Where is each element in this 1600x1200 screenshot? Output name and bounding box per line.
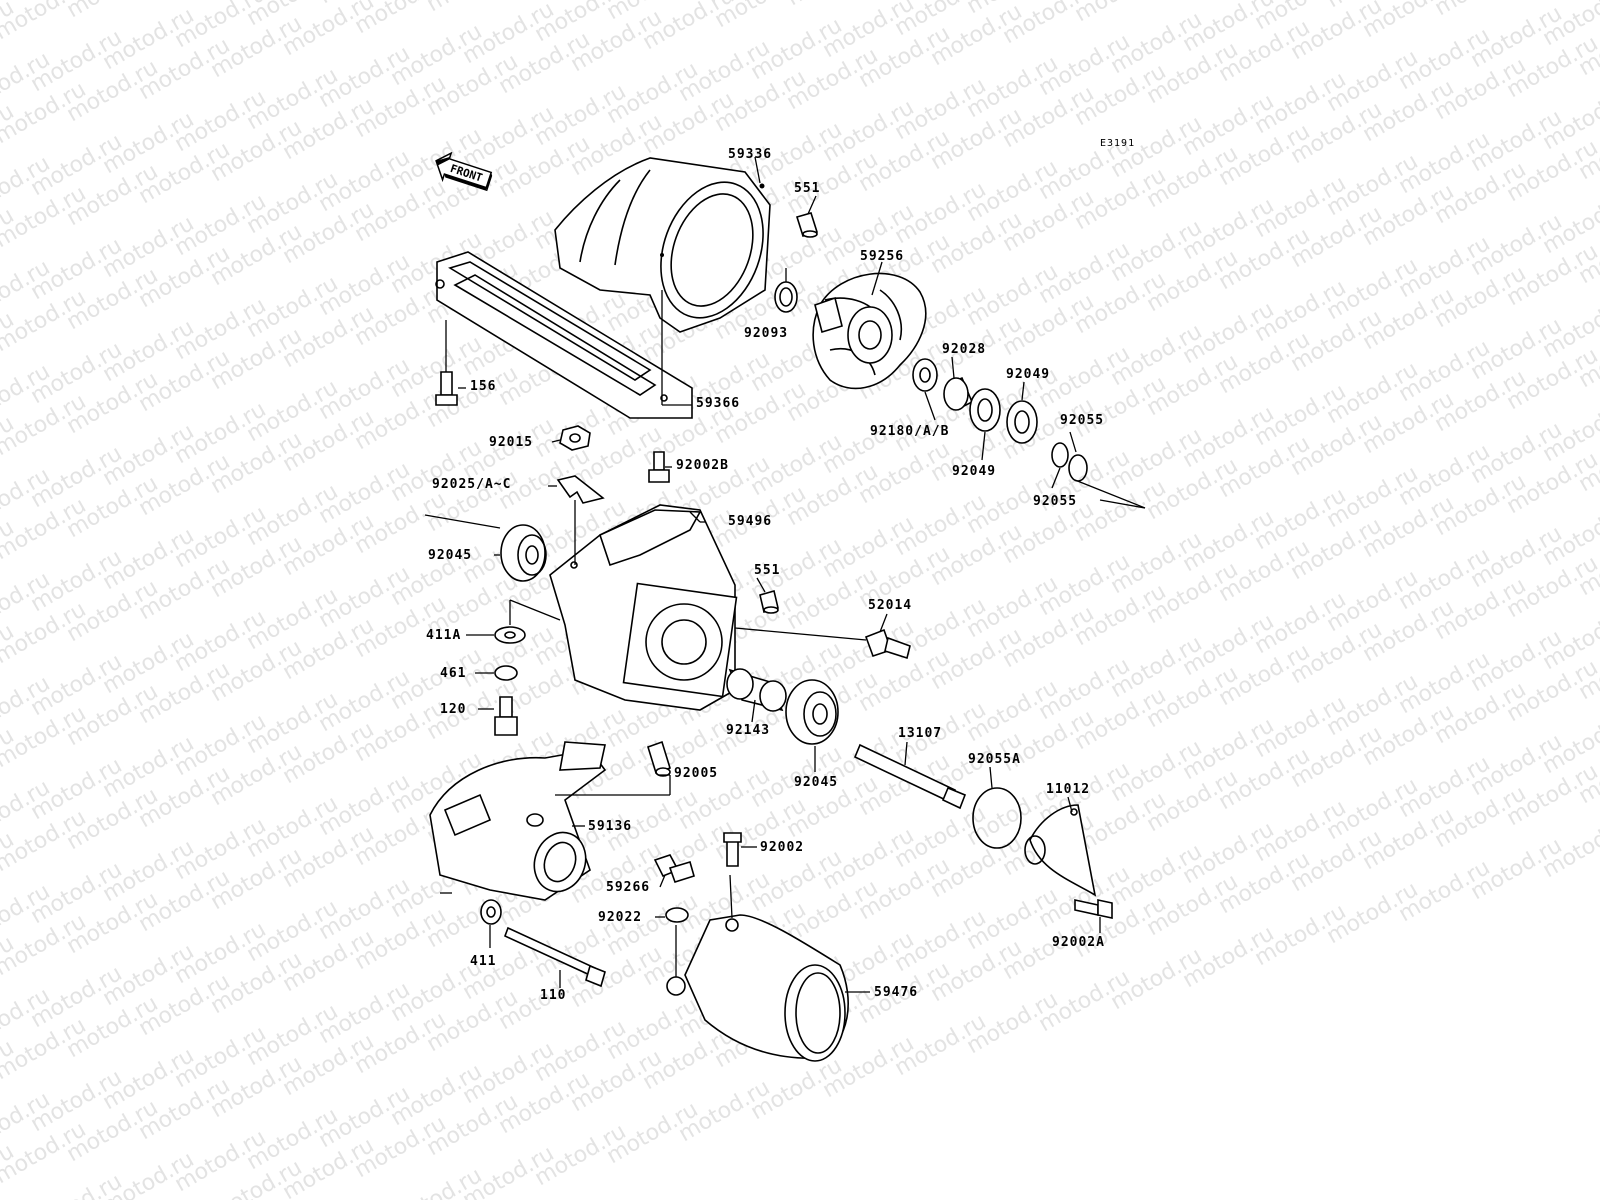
part-label-11012[interactable]: 11012 bbox=[1046, 782, 1091, 797]
part-label-59266[interactable]: 59266 bbox=[606, 880, 651, 895]
front-direction-arrow: FRONT bbox=[435, 152, 493, 192]
bolt-92002B bbox=[648, 451, 670, 483]
dowel-pin-551-lower bbox=[759, 590, 779, 614]
part-label-551-lower[interactable]: 551 bbox=[754, 563, 781, 578]
bearing-92045-lower bbox=[785, 679, 839, 745]
bolt-92002A bbox=[1074, 899, 1113, 919]
part-label-92049-upper[interactable]: 92049 bbox=[1006, 367, 1051, 382]
shim-92180 bbox=[912, 358, 938, 392]
part-label-92022[interactable]: 92022 bbox=[598, 910, 643, 925]
part-label-92028[interactable]: 92028 bbox=[942, 342, 987, 357]
diagram-reference-code: E3191 bbox=[1100, 138, 1136, 149]
part-label-92049-lower[interactable]: 92049 bbox=[952, 464, 997, 479]
dowel-pin-551-upper bbox=[795, 212, 819, 238]
leader-lines bbox=[424, 156, 1146, 993]
shim-92025 bbox=[556, 475, 605, 504]
o-ring-92055A bbox=[972, 787, 1022, 849]
shaft-13107 bbox=[853, 743, 967, 810]
part-label-92143[interactable]: 92143 bbox=[726, 723, 771, 738]
part-label-59336[interactable]: 59336 bbox=[728, 147, 773, 162]
oil-seal-92049-b bbox=[1006, 400, 1038, 444]
part-label-92055-lower[interactable]: 92055 bbox=[1033, 494, 1078, 509]
part-label-92055A[interactable]: 92055A bbox=[968, 752, 1021, 767]
oil-seal-92049-a bbox=[969, 388, 1001, 432]
part-label-92005[interactable]: 92005 bbox=[674, 766, 719, 781]
part-label-92002B[interactable]: 92002B bbox=[676, 458, 729, 473]
bolt-120 bbox=[494, 696, 518, 736]
part-label-59256[interactable]: 59256 bbox=[860, 249, 905, 264]
part-label-92025[interactable]: 92025/A~C bbox=[432, 477, 512, 492]
long-bolt-110 bbox=[503, 926, 606, 988]
grease-fitting-92005 bbox=[647, 740, 671, 777]
o-ring-92055-b bbox=[1068, 454, 1088, 482]
bolt-156 bbox=[435, 371, 458, 406]
part-label-92180[interactable]: 92180/A/B bbox=[870, 424, 950, 439]
fitting-52014 bbox=[864, 628, 911, 660]
pump-housing-59336 bbox=[554, 157, 771, 333]
part-label-92055-upper[interactable]: 92055 bbox=[1060, 413, 1105, 428]
part-label-156[interactable]: 156 bbox=[470, 379, 497, 394]
cap-11012 bbox=[1024, 804, 1097, 897]
part-label-92045-upper[interactable]: 92045 bbox=[428, 548, 473, 563]
nozzle-59476 bbox=[666, 914, 849, 1062]
washer-411A bbox=[494, 626, 526, 644]
steering-nozzle-59136 bbox=[429, 741, 607, 901]
ride-plate-59366 bbox=[435, 251, 693, 419]
bolt-92002 bbox=[723, 832, 742, 867]
washer-411 bbox=[480, 899, 502, 925]
part-label-551-upper[interactable]: 551 bbox=[794, 181, 821, 196]
nut-92015 bbox=[559, 425, 591, 451]
part-label-110[interactable]: 110 bbox=[540, 988, 567, 1003]
part-label-59476[interactable]: 59476 bbox=[874, 985, 919, 1000]
bushing-92028 bbox=[943, 376, 974, 411]
part-label-92045-lower[interactable]: 92045 bbox=[794, 775, 839, 790]
part-label-92002[interactable]: 92002 bbox=[760, 840, 805, 855]
part-label-59366[interactable]: 59366 bbox=[696, 396, 741, 411]
part-label-13107[interactable]: 13107 bbox=[898, 726, 943, 741]
part-label-120[interactable]: 120 bbox=[440, 702, 467, 717]
bearing-92045-upper bbox=[500, 524, 547, 582]
washer-92022 bbox=[665, 907, 689, 923]
part-label-59136[interactable]: 59136 bbox=[588, 819, 633, 834]
collar-92143 bbox=[726, 668, 787, 712]
part-label-92015[interactable]: 92015 bbox=[489, 435, 534, 450]
part-label-461[interactable]: 461 bbox=[440, 666, 467, 681]
fitting-59266 bbox=[653, 854, 695, 883]
part-label-52014[interactable]: 52014 bbox=[868, 598, 913, 613]
part-label-411A[interactable]: 411A bbox=[426, 628, 462, 643]
o-ring-92055-a bbox=[1051, 442, 1069, 468]
part-label-59496[interactable]: 59496 bbox=[728, 514, 773, 529]
part-label-411[interactable]: 411 bbox=[470, 954, 497, 969]
pump-case-59496 bbox=[549, 504, 738, 711]
impeller-59256 bbox=[812, 272, 927, 390]
part-label-92002A[interactable]: 92002A bbox=[1052, 935, 1105, 950]
part-label-92093[interactable]: 92093 bbox=[744, 326, 789, 341]
seal-92093 bbox=[774, 281, 798, 313]
lock-washer-461 bbox=[494, 665, 518, 681]
